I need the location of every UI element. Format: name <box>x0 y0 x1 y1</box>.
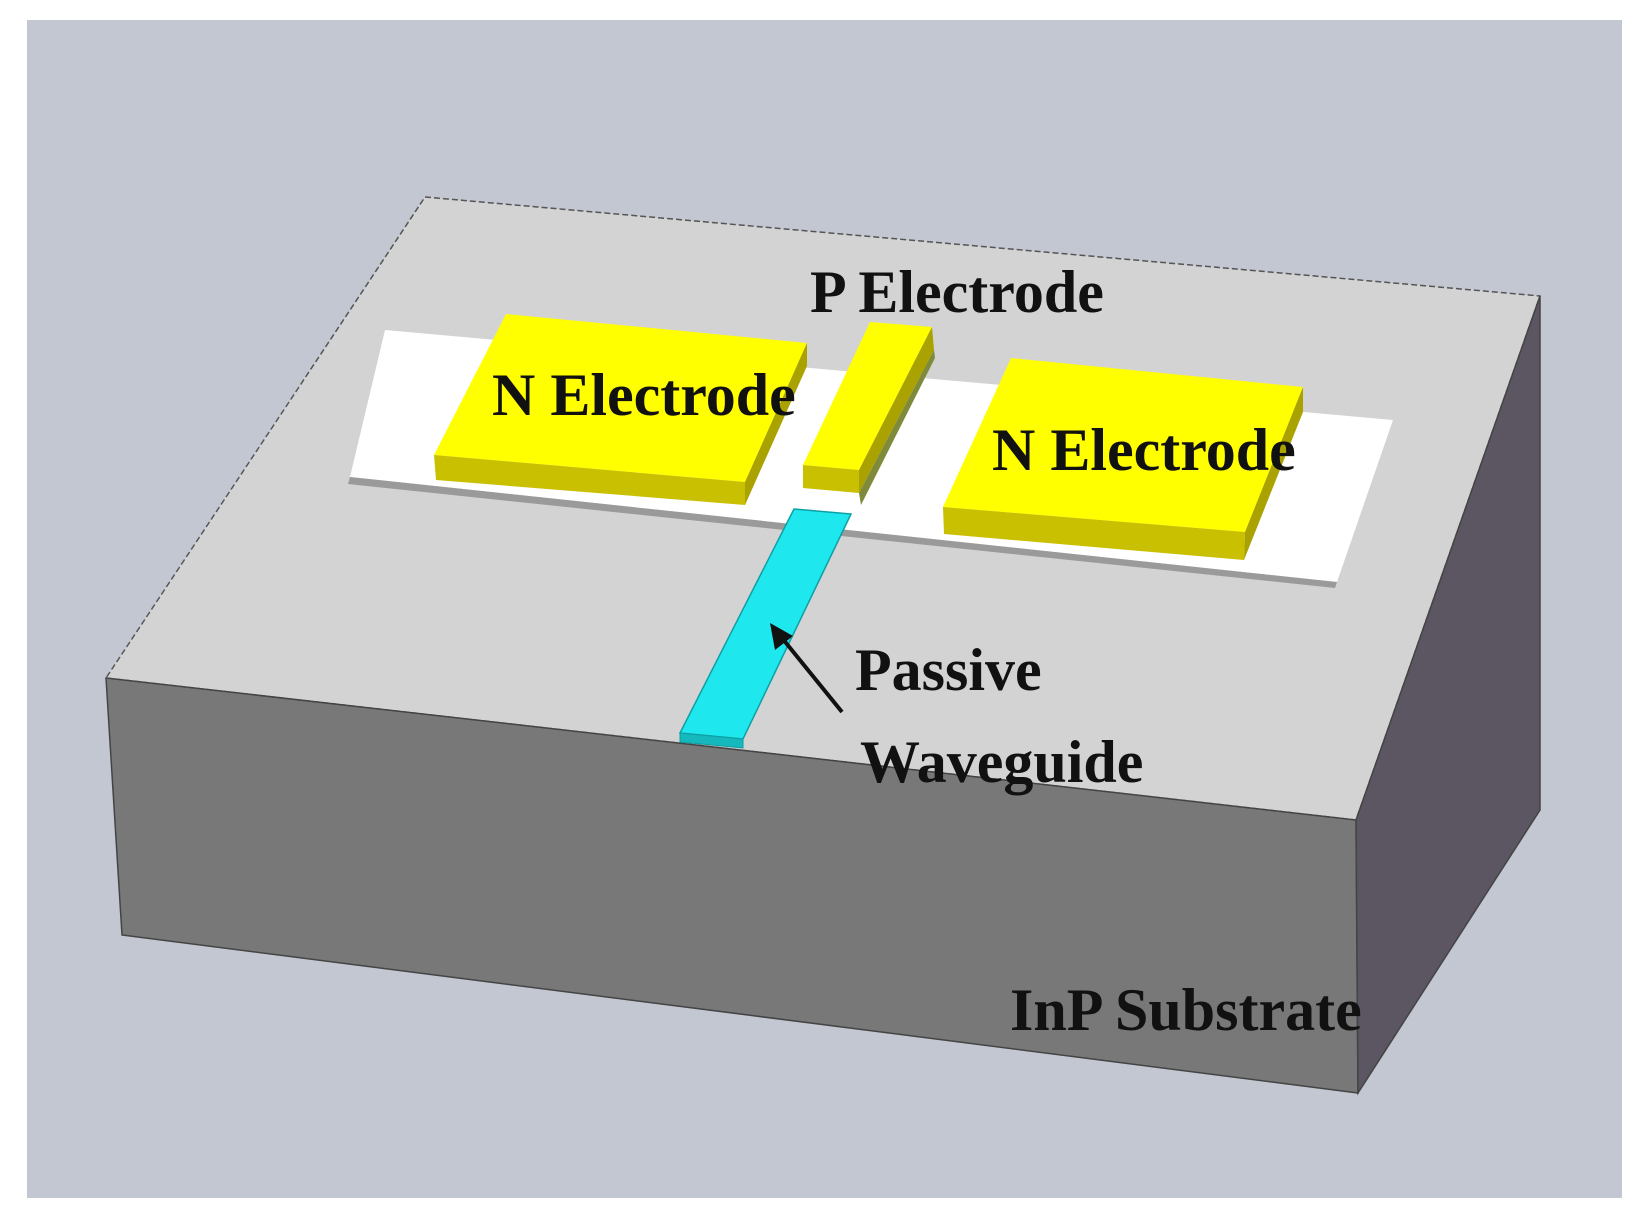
waveguide-arrow <box>770 623 844 714</box>
n-electrode-left-label: N Electrode <box>492 362 796 428</box>
passive-waveguide-label-line1: Passive <box>855 637 1042 703</box>
n-electrode-left-front <box>434 455 745 505</box>
n-electrode-left <box>434 314 807 505</box>
p-electrode-top <box>803 322 932 470</box>
n-electrode-right-front <box>943 507 1245 560</box>
waveguide-front <box>679 732 744 749</box>
inp-substrate-label: InP Substrate <box>1010 977 1362 1043</box>
n-electrode-right-label: N Electrode <box>992 417 1296 483</box>
arrow-head <box>770 623 793 650</box>
p-electrode-label: P Electrode <box>810 259 1104 325</box>
arrow-shaft <box>780 636 844 714</box>
n-electrode-right-side <box>1244 387 1303 560</box>
p-electrode-contact-layer <box>859 350 935 505</box>
n-electrode-left-side <box>745 343 807 505</box>
n-electrode-right <box>943 358 1303 560</box>
p-electrode-front <box>803 465 859 493</box>
substrate-side-face <box>1355 295 1541 1096</box>
n-electrode-right-top <box>943 358 1303 532</box>
n-electrode-left-top <box>434 314 807 482</box>
passive-waveguide <box>678 508 853 749</box>
passive-waveguide-label-line2: Waveguide <box>860 729 1143 795</box>
p-electrode-side <box>859 327 934 493</box>
p-electrode <box>803 322 935 505</box>
